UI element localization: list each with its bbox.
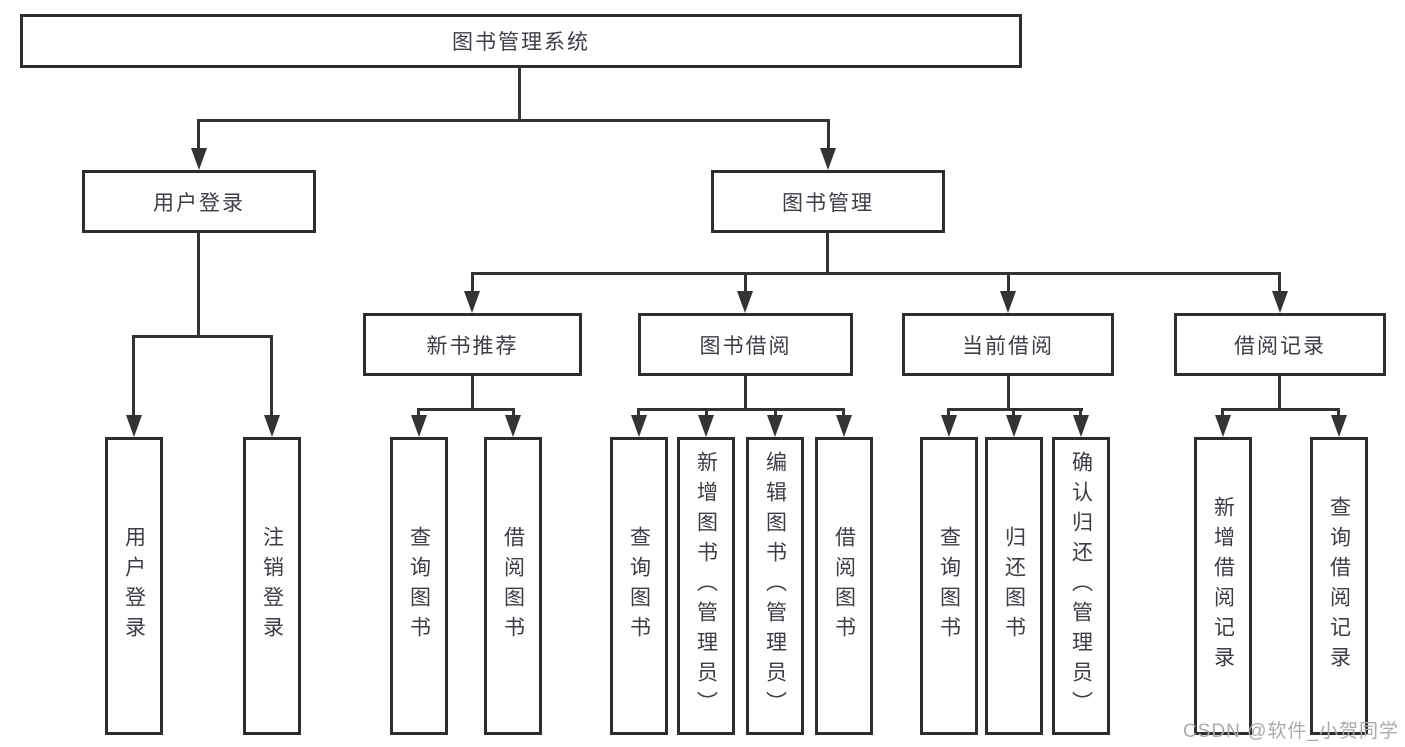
leaf-borrow-add-book-admin-label: 新增图书（管理员） xyxy=(694,451,718,721)
connector-line xyxy=(1007,376,1010,411)
connector-line xyxy=(637,408,845,411)
leaf-current-confirm-return-admin: 确认归还（管理员） xyxy=(1052,437,1110,735)
connector-line xyxy=(947,408,950,420)
leaf-borrow-edit-book-admin-label: 编辑图书（管理员） xyxy=(763,451,787,721)
arrowhead xyxy=(411,415,427,437)
arrowhead xyxy=(698,415,714,437)
leaf-borrow-edit-book-admin: 编辑图书（管理员） xyxy=(746,437,804,735)
leaf-borrow-query-book-label: 查询图书 xyxy=(627,526,651,646)
leaf-newrec-query-book: 查询图书 xyxy=(390,437,448,735)
leaf-borrow-borrow-book: 借阅图书 xyxy=(815,437,873,735)
connector-line xyxy=(518,66,521,121)
connector-line xyxy=(471,376,474,411)
leaf-current-return-book-label: 归还图书 xyxy=(1002,526,1026,646)
connector-line xyxy=(1007,272,1010,294)
arrowhead xyxy=(505,415,521,437)
node-new-book-recommend-label: 新书推荐 xyxy=(426,334,519,358)
connector-line xyxy=(197,119,830,122)
connector-line xyxy=(197,119,200,152)
connector-line xyxy=(417,408,515,411)
arrowhead xyxy=(264,415,280,437)
node-user-login-label: 用户登录 xyxy=(153,191,245,215)
connector-line xyxy=(1278,272,1281,294)
leaf-borrow-borrow-book-label: 借阅图书 xyxy=(832,526,856,646)
leaf-current-query-book-label: 查询图书 xyxy=(937,526,961,646)
leaf-borrow-query-book: 查询图书 xyxy=(610,437,668,735)
node-root-label: 图书管理系统 xyxy=(452,31,590,54)
leaf-records-query-record-label: 查询借阅记录 xyxy=(1327,496,1351,676)
node-current-borrow: 当前借阅 xyxy=(902,313,1114,376)
connector-line xyxy=(197,233,200,338)
leaf-user-login-label: 用户登录 xyxy=(122,526,146,646)
leaf-current-query-book: 查询图书 xyxy=(920,437,978,735)
arrowhead xyxy=(1006,415,1022,437)
connector-line xyxy=(512,408,515,420)
node-root: 图书管理系统 xyxy=(20,14,1022,68)
arrowhead xyxy=(1272,291,1288,313)
leaf-newrec-borrow-book-label: 借阅图书 xyxy=(501,526,525,646)
connector-line xyxy=(270,335,273,419)
leaf-records-add-record: 新增借阅记录 xyxy=(1194,437,1252,735)
connector-line xyxy=(744,376,747,411)
node-borrow-records: 借阅记录 xyxy=(1174,313,1386,376)
connector-line xyxy=(1012,408,1015,420)
leaf-logout-label: 注销登录 xyxy=(260,526,284,646)
node-borrow-records-label: 借阅记录 xyxy=(1234,334,1326,358)
connector-line xyxy=(1221,408,1224,420)
node-new-book-recommend: 新书推荐 xyxy=(363,313,582,376)
arrowhead xyxy=(1073,415,1089,437)
node-book-management-label: 图书管理 xyxy=(782,191,874,215)
connector-line xyxy=(637,408,640,420)
connector-line xyxy=(1079,408,1082,420)
leaf-current-confirm-return-admin-label: 确认归还（管理员） xyxy=(1069,451,1093,721)
connector-line xyxy=(842,408,845,420)
connector-line xyxy=(826,233,829,275)
arrowhead xyxy=(737,291,753,313)
arrowhead xyxy=(464,291,480,313)
arrowhead xyxy=(820,148,836,170)
arrowhead xyxy=(191,148,207,170)
leaf-user-login: 用户登录 xyxy=(105,437,163,735)
arrowhead xyxy=(631,415,647,437)
leaf-borrow-add-book-admin: 新增图书（管理员） xyxy=(677,437,735,735)
connector-line xyxy=(132,335,273,338)
connector-line xyxy=(132,335,135,419)
leaf-current-return-book: 归还图书 xyxy=(985,437,1043,735)
leaf-newrec-query-book-label: 查询图书 xyxy=(407,526,431,646)
arrowhead xyxy=(1000,291,1016,313)
arrowhead xyxy=(836,415,852,437)
connector-line xyxy=(417,408,420,420)
connector-line xyxy=(471,272,1281,275)
leaf-newrec-borrow-book: 借阅图书 xyxy=(484,437,542,735)
node-book-management: 图书管理 xyxy=(711,170,945,233)
csdn-watermark: CSDN @软件_小贺同学 xyxy=(1183,721,1399,742)
node-book-borrow: 图书借阅 xyxy=(638,313,853,376)
leaf-records-query-record: 查询借阅记录 xyxy=(1310,437,1368,735)
connector-line xyxy=(827,119,830,152)
leaf-records-add-record-label: 新增借阅记录 xyxy=(1211,496,1235,676)
leaf-logout: 注销登录 xyxy=(243,437,301,735)
connector-line xyxy=(1221,408,1339,411)
connector-line xyxy=(774,408,777,420)
arrowhead xyxy=(941,415,957,437)
connector-line xyxy=(1337,408,1340,420)
node-book-borrow-label: 图书借阅 xyxy=(699,334,792,358)
node-current-borrow-label: 当前借阅 xyxy=(962,334,1054,358)
arrowhead xyxy=(1331,415,1347,437)
connector-line xyxy=(471,272,474,294)
connector-line xyxy=(1278,376,1281,411)
node-user-login: 用户登录 xyxy=(82,170,316,233)
connector-line xyxy=(947,408,1083,411)
connector-line xyxy=(744,272,747,294)
arrowhead xyxy=(1215,415,1231,437)
arrowhead xyxy=(126,415,142,437)
arrowhead xyxy=(767,415,783,437)
connector-line xyxy=(705,408,708,420)
